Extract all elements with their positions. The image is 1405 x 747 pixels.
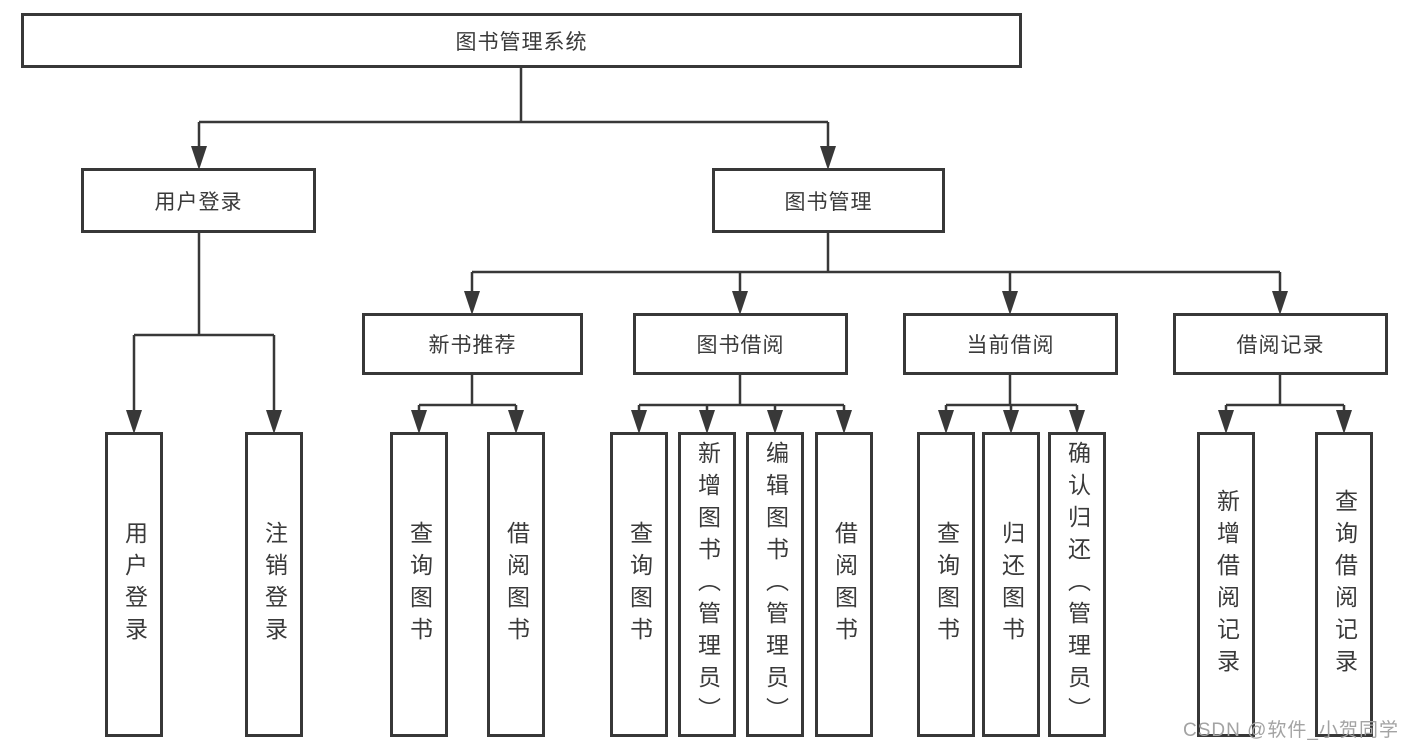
leaf-label: 确认归还（管理员） (1064, 440, 1091, 729)
node-borrow-records: 借阅记录 (1173, 313, 1388, 375)
leaf-edit-book-admin: 编辑图书（管理员） (746, 432, 804, 737)
leaf-add-book-admin: 新增图书（管理员） (678, 432, 736, 737)
leaf-label: 查询借阅记录 (1331, 488, 1358, 681)
node-label: 图书管理 (784, 190, 873, 214)
leaf-borrow-books-2: 借阅图书 (815, 432, 873, 737)
node-user-login: 用户登录 (81, 168, 316, 233)
node-label: 新书推荐 (428, 334, 517, 357)
node-new-book-recommend: 新书推荐 (362, 313, 583, 375)
node-book-borrow: 图书借阅 (633, 313, 848, 375)
leaf-logout: 注销登录 (245, 432, 303, 737)
node-label: 借阅记录 (1236, 334, 1325, 357)
leaf-return-book: 归还图书 (982, 432, 1040, 737)
leaf-confirm-return-admin: 确认归还（管理员） (1048, 432, 1106, 737)
leaf-label: 归还图书 (998, 520, 1025, 649)
leaf-label: 注销登录 (261, 520, 288, 649)
node-label: 当前借阅 (966, 334, 1055, 357)
leaf-borrow-books-1: 借阅图书 (487, 432, 545, 737)
leaf-query-books-2: 查询图书 (610, 432, 668, 737)
leaf-add-borrow-record: 新增借阅记录 (1197, 432, 1255, 737)
leaf-query-borrow-record: 查询借阅记录 (1315, 432, 1373, 737)
leaf-query-books-3: 查询图书 (917, 432, 975, 737)
leaf-label: 查询图书 (406, 520, 433, 649)
node-book-management: 图书管理 (712, 168, 945, 233)
node-label: 图书借阅 (696, 334, 785, 357)
watermark: CSDN @软件_小贺同学 (1183, 720, 1399, 741)
leaf-label: 借阅图书 (503, 520, 530, 649)
leaf-user-login: 用户登录 (105, 432, 163, 737)
leaf-label: 查询图书 (626, 520, 653, 649)
node-label: 图书管理系统 (455, 30, 588, 54)
node-library-management-system: 图书管理系统 (21, 13, 1022, 68)
leaf-label: 查询图书 (933, 520, 960, 649)
node-current-borrow: 当前借阅 (903, 313, 1118, 375)
leaf-label: 新增借阅记录 (1213, 488, 1240, 681)
leaf-query-books-1: 查询图书 (390, 432, 448, 737)
leaf-label: 新增图书（管理员） (694, 440, 721, 729)
leaf-label: 编辑图书（管理员） (762, 440, 789, 729)
node-label: 用户登录 (154, 190, 243, 214)
leaf-label: 借阅图书 (831, 520, 858, 649)
leaf-label: 用户登录 (121, 520, 148, 649)
